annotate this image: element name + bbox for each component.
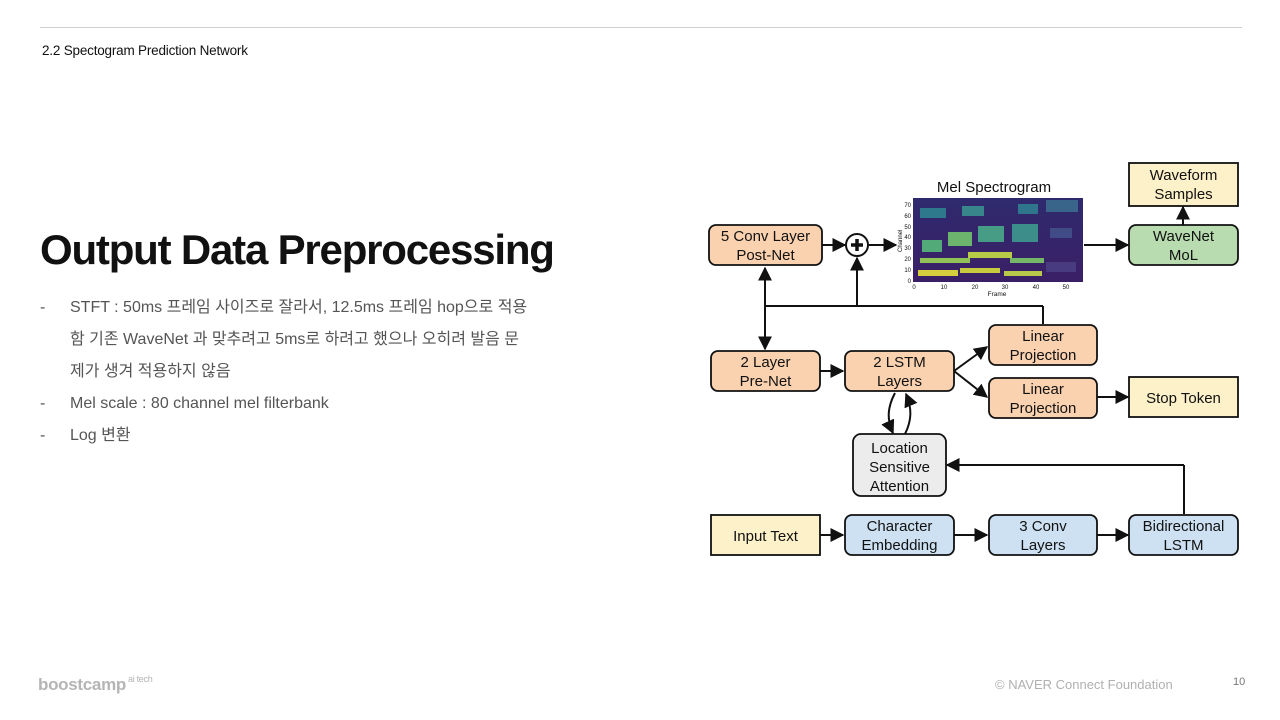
spectrogram-yticks: 0 10 20 30 40 50 60 70 xyxy=(904,203,911,285)
section-label: 2.2 Spectogram Prediction Network xyxy=(42,43,248,58)
box-label: Character xyxy=(867,518,933,535)
xtick-label: 50 xyxy=(1063,285,1070,291)
xtick-label: 40 xyxy=(1033,285,1040,291)
box-label: WaveNet xyxy=(1153,228,1215,245)
box-3-conv-layers: 3 Conv Layers xyxy=(988,514,1098,556)
box-location-sensitive-attention: Location Sensitive Attention xyxy=(852,433,947,497)
box-label: Samples xyxy=(1154,186,1212,203)
bullet-line: STFT : 50ms 프레임 사이즈로 잘라서, 12.5ms 프레임 hop… xyxy=(70,299,528,316)
xtick-label: 10 xyxy=(941,285,948,291)
box-label: Layers xyxy=(1020,537,1065,554)
box-label: Post-Net xyxy=(736,247,795,264)
box-linear-projection-1: Linear Projection xyxy=(988,324,1098,366)
box-input-text: Input Text xyxy=(710,514,821,556)
logo-superscript: ai tech xyxy=(127,674,153,684)
box-label: Linear xyxy=(1022,328,1064,345)
bullet-dash: - xyxy=(40,395,46,412)
bullet-item-mel-scale: - Mel scale : 80 channel mel filterbank xyxy=(40,388,560,420)
xtick-label: 0 xyxy=(912,285,916,291)
connector-lines xyxy=(758,205,1190,542)
bullet-item-stft: - STFT : 50ms 프레임 사이즈로 잘라서, 12.5ms 프레임 h… xyxy=(40,292,560,388)
bullet-dash: - xyxy=(40,299,46,316)
box-label: 5 Conv Layer xyxy=(721,228,810,245)
box-waveform-samples: Waveform Samples xyxy=(1128,162,1239,207)
mel-spectrogram: Mel Spectrogram Channel 0 10 20 30 xyxy=(898,179,1083,298)
spectrogram-xticks: 0 10 20 30 40 50 xyxy=(912,285,1070,291)
ytick-label: 10 xyxy=(904,268,911,274)
bullet-line: 함 기존 WaveNet 과 맞추려고 5ms로 하려고 했으나 오히려 발음 … xyxy=(70,331,520,348)
bullet-line: Log 변환 xyxy=(70,427,131,444)
box-label: Stop Token xyxy=(1146,390,1221,407)
bullet-dash: - xyxy=(40,427,46,444)
box-label: 2 Layer xyxy=(740,354,790,371)
box-bidirectional-lstm: Bidirectional LSTM xyxy=(1128,514,1239,556)
spectrogram-ylabel: Channel xyxy=(898,230,904,252)
box-label: Bidirectional xyxy=(1143,518,1225,535)
slide-title: Output Data Preprocessing xyxy=(40,226,555,273)
box-postnet: 5 Conv Layer Post-Net xyxy=(708,224,823,266)
ytick-label: 0 xyxy=(908,279,912,285)
ytick-label: 20 xyxy=(904,257,911,263)
bullet-list: - STFT : 50ms 프레임 사이즈로 잘라서, 12.5ms 프레임 h… xyxy=(40,292,560,452)
ytick-label: 50 xyxy=(904,225,911,231)
xtick-label: 20 xyxy=(972,285,979,291)
ytick-label: 30 xyxy=(904,246,911,252)
box-prenet: 2 Layer Pre-Net xyxy=(710,350,821,392)
box-label: Projection xyxy=(1010,347,1077,364)
box-stop-token: Stop Token xyxy=(1128,376,1239,418)
ytick-label: 70 xyxy=(904,203,911,209)
page-number: 10 xyxy=(1233,676,1246,688)
top-divider xyxy=(40,27,1242,28)
ytick-label: 40 xyxy=(904,235,911,241)
box-label: Input Text xyxy=(733,528,799,545)
bullet-line: 제가 생겨 적용하지 않음 xyxy=(70,363,231,380)
spectrogram-bands xyxy=(918,200,1078,276)
box-label: 2 LSTM xyxy=(873,354,926,371)
box-label: Projection xyxy=(1010,400,1077,417)
box-label: Sensitive xyxy=(869,459,930,476)
box-linear-projection-2: Linear Projection xyxy=(988,377,1098,419)
bullet-line: Mel scale : 80 channel mel filterbank xyxy=(70,395,329,412)
sum-junction xyxy=(845,233,869,257)
spectrogram-title: Mel Spectrogram xyxy=(937,179,1051,196)
copyright-text: © NAVER Connect Foundation xyxy=(995,677,1173,692)
spectrogram-xlabel: Frame xyxy=(988,291,1007,298)
logo-text: boostcamp xyxy=(38,675,126,694)
box-label: Attention xyxy=(870,478,929,495)
ytick-label: 60 xyxy=(904,214,911,220)
box-lstm-layers: 2 LSTM Layers xyxy=(844,350,955,392)
box-label: Linear xyxy=(1022,381,1064,398)
box-wavenet: WaveNet MoL xyxy=(1128,224,1239,266)
box-label: Location xyxy=(871,440,928,457)
box-label: LSTM xyxy=(1163,537,1203,554)
box-label: Embedding xyxy=(862,537,938,554)
box-label: MoL xyxy=(1169,247,1198,264)
box-label: 3 Conv xyxy=(1019,518,1067,535)
box-label: Waveform xyxy=(1150,167,1218,184)
box-label: Pre-Net xyxy=(740,373,793,390)
box-label: Layers xyxy=(877,373,922,390)
box-character-embedding: Character Embedding xyxy=(844,514,955,556)
xtick-label: 30 xyxy=(1002,285,1009,291)
bullet-item-log: - Log 변환 xyxy=(40,420,560,452)
